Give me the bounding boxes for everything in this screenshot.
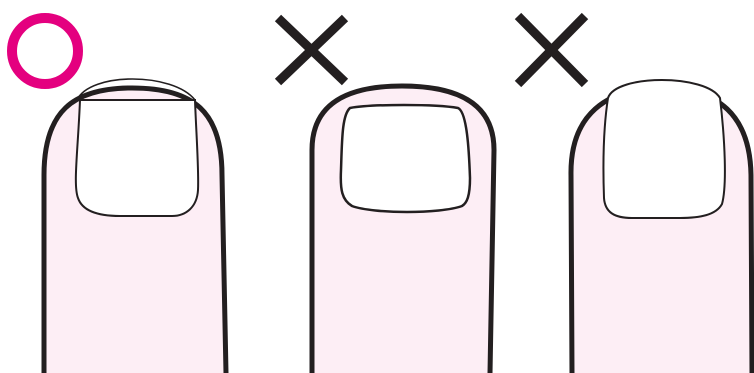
- panel-too-short: [278, 18, 494, 373]
- nail-3: [603, 80, 724, 218]
- panel-correct: [12, 18, 226, 373]
- panel-rounded-deep-corners: [518, 16, 752, 373]
- correct-circle-icon: [12, 18, 78, 84]
- wrong-cross-icon: [518, 16, 585, 84]
- wrong-cross-icon: [278, 18, 345, 82]
- nail-1: [76, 100, 198, 216]
- nail-2: [341, 105, 470, 212]
